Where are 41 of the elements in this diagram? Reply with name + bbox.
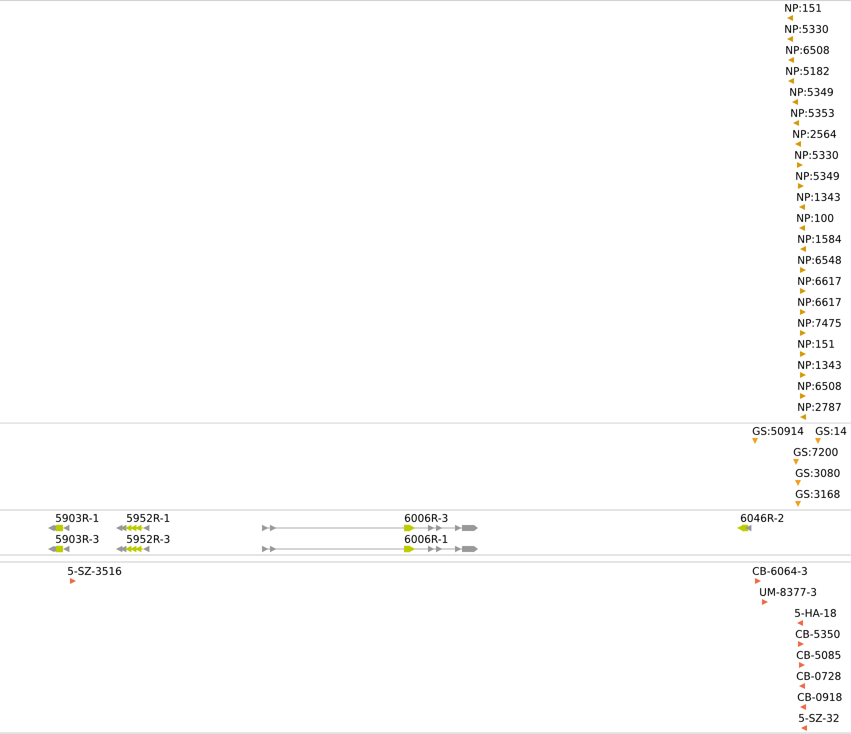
feature-label: NP:151	[798, 340, 834, 348]
feature-label: NP:1343	[797, 193, 840, 201]
feature-label: NP:5353	[791, 109, 834, 117]
feature-label: GS:14	[816, 427, 846, 435]
feature-label: 5-SZ-3516	[68, 567, 122, 575]
feature-label: NP:5349	[790, 88, 833, 96]
feature-label: GS:3168	[796, 490, 840, 498]
feature-label: CB-5350	[796, 630, 840, 638]
feature-label: NP:5330	[795, 151, 838, 159]
feature-label: GS:50914	[752, 427, 804, 435]
feature-label: NP:100	[797, 214, 834, 222]
feature-label: NP:6548	[798, 256, 841, 264]
feature-label: NP:5182	[786, 67, 829, 75]
feature-label: NP:6508	[798, 382, 841, 390]
feature-label: UM-8377-3	[760, 588, 816, 596]
feature-label: 6046R-2	[740, 514, 784, 522]
feature-label: 6006R-3	[404, 514, 448, 522]
feature-label: 5952R-1	[127, 514, 170, 522]
feature-label: 6006R-1	[404, 535, 448, 543]
feature-label: NP:7475	[798, 319, 841, 327]
feature-label: NP:2564	[793, 130, 836, 138]
feature-label: 5903R-3	[56, 535, 98, 543]
feature-label: 5903R-1	[56, 514, 98, 522]
feature-label: NP:6617	[798, 298, 841, 306]
feature-label: NP:151	[785, 4, 821, 12]
feature-label: NP:6508	[786, 46, 829, 54]
feature-label: CB-0728	[796, 672, 841, 680]
feature-label: NP:6617	[798, 277, 841, 285]
feature-label: NP:1343	[798, 361, 841, 369]
feature-label: 5-SZ-32	[799, 714, 838, 722]
feature-label: NP:5349	[796, 172, 839, 180]
feature-label: GS:3080	[796, 469, 840, 477]
feature-label: NP:1584	[798, 235, 842, 243]
feature-label: 5-HA-18	[795, 609, 836, 617]
feature-label: NP:2787	[798, 403, 841, 411]
feature-label: GS:7200	[794, 448, 838, 456]
feature-label: CB-0918	[798, 693, 842, 701]
feature-label: NP:5330	[785, 25, 828, 33]
feature-label: 5952R-3	[127, 535, 170, 543]
feature-label: CB-6064-3	[752, 567, 807, 575]
feature-label: CB-5085	[796, 651, 840, 659]
